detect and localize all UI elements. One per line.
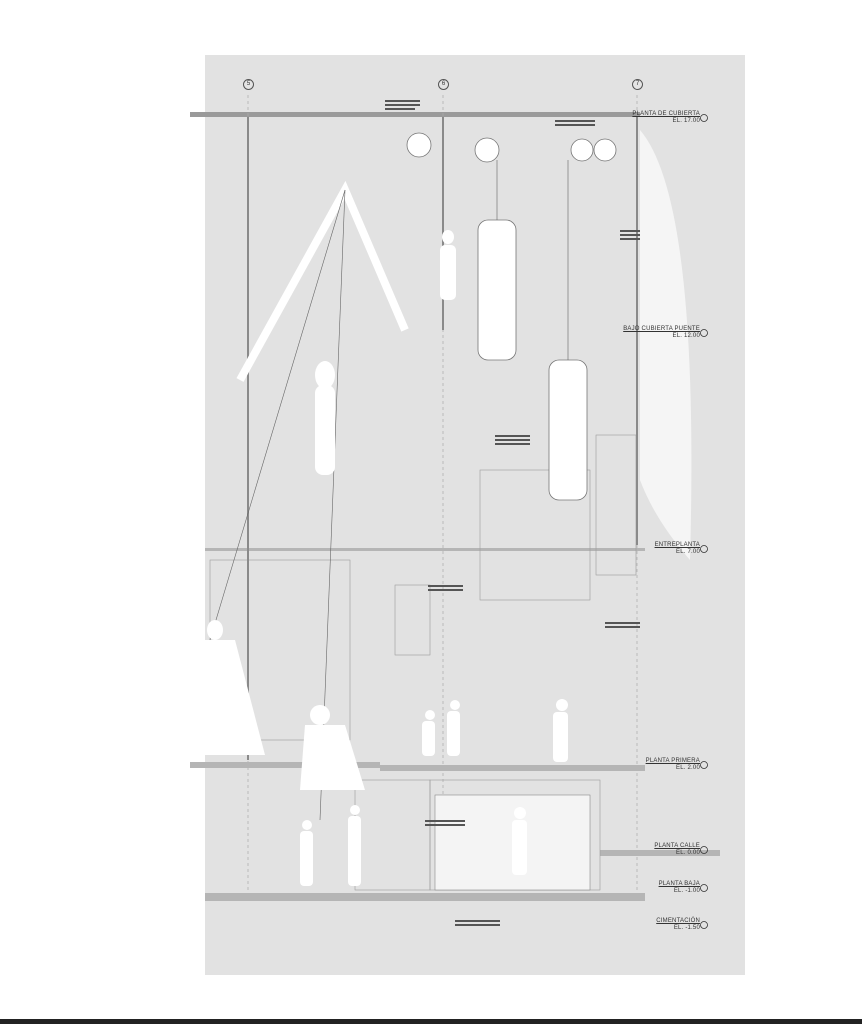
human-figures [200,230,568,886]
hanging-capsules [477,219,588,501]
grid-axis-7: 7 [632,79,643,90]
bottom-border [0,1019,862,1024]
fabric-curtain [640,130,692,560]
level-markers [700,114,708,929]
grid-axis-5: 5 [243,79,254,90]
roof-slab [190,112,640,117]
annotation-notes [385,100,640,926]
pulley-icons [406,132,617,163]
grid-axis-6: 6 [438,79,449,90]
floor-slabs [190,548,720,901]
